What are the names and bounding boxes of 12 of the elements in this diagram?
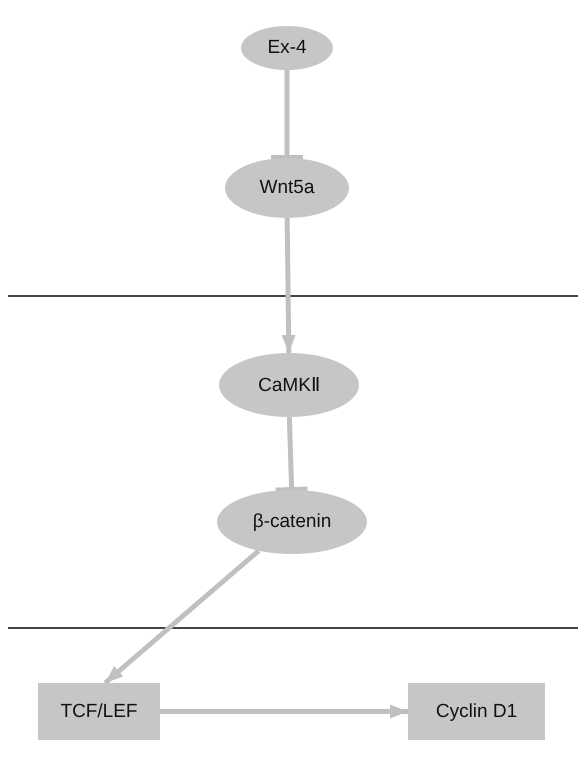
rectangle-node [38,683,160,740]
node-label: Ex-4 [267,37,307,59]
rectangle-node [408,683,545,740]
inhibition-line [271,70,303,160]
arrow [160,704,408,718]
node-label: Cyclin D1 [436,700,518,722]
node-label: CaMKⅡ [258,374,320,397]
arrow [282,218,296,354]
node-label: TCF/LEF [60,700,138,722]
arrow [103,548,260,685]
node-label: β-catenin [252,511,332,533]
node-label: Wnt5a [260,177,314,199]
